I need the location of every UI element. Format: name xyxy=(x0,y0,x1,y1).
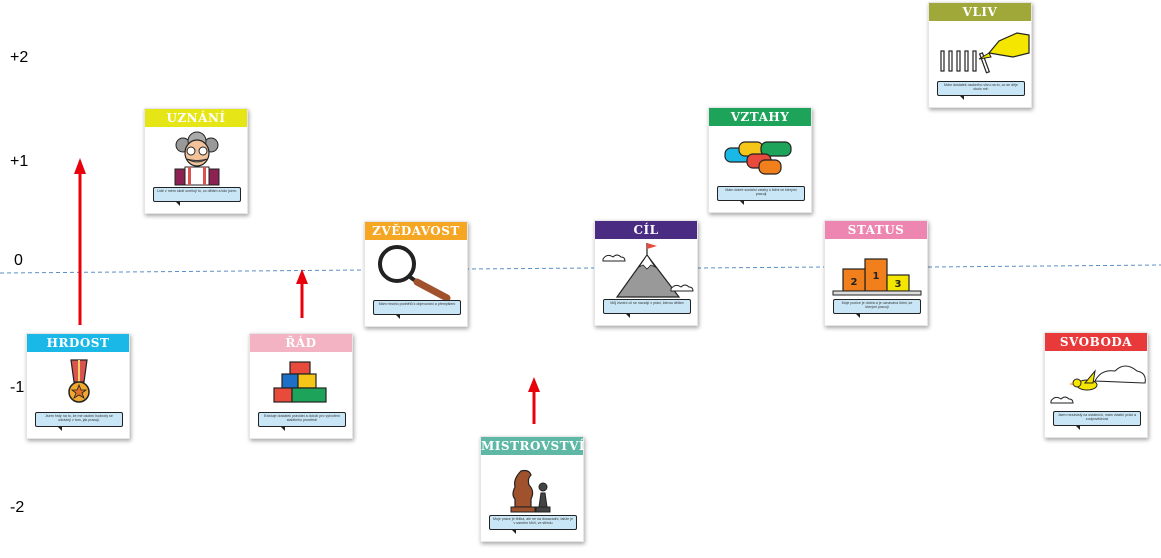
professor-icon xyxy=(174,131,220,186)
podium-icon: 1 2 3 xyxy=(832,258,922,296)
arrow-hrdost xyxy=(74,158,86,325)
bubble-tail xyxy=(855,313,860,318)
card-description: Mám dostatek osobního vlivu na to, co se… xyxy=(937,81,1025,96)
card-description: Moje pozice je dobrá a je uznávána lidmi… xyxy=(833,299,921,314)
card-description: Existuje dostatek pravidel a doloží pro … xyxy=(258,412,346,427)
bubble-tail xyxy=(280,426,285,431)
card-title: SVOBODA xyxy=(1045,333,1147,351)
bubble-tail xyxy=(1075,425,1080,430)
card-hrdost[interactable]: HRDOST Jsem hrdý na to, že mé osobní hod… xyxy=(26,333,130,439)
bubble-tail xyxy=(739,200,744,205)
magnifier-icon xyxy=(378,245,451,300)
card-uznani[interactable]: UZNÁNÍ Lidé v mém okolí oceňují to, co d… xyxy=(144,108,248,214)
bubble-tail xyxy=(57,426,62,431)
chess-pieces-icon xyxy=(510,469,551,513)
card-title: ZVĚDAVOST xyxy=(365,222,467,240)
card-title: STATUS xyxy=(825,221,927,239)
card-description: Lidé v mém okolí oceňují to, co dělám a … xyxy=(153,187,241,202)
axis-label-plus-2: +2 xyxy=(10,49,29,66)
bubble-tail xyxy=(395,314,400,319)
card-description: Mám mnoho podnětů k objevování a přemýšl… xyxy=(373,300,461,315)
card-cil[interactable]: CÍL Můj životní cíl se navzájí v práci, … xyxy=(594,220,698,326)
card-description: Mám dobré sociální vztahy s lidmi ve kte… xyxy=(717,186,805,201)
building-blocks-icon xyxy=(273,361,327,403)
card-vliv[interactable]: VLIV Mám dostatek osobního vlivu na to, … xyxy=(928,2,1032,108)
svg-text:3: 3 xyxy=(895,279,902,290)
card-title: CÍL xyxy=(595,221,697,239)
pointing-hand-dominoes-icon xyxy=(940,32,1030,74)
mountain-flag-icon xyxy=(602,243,694,298)
axis-label-plus-1: +1 xyxy=(10,153,29,170)
axis-label-zero: 0 xyxy=(14,252,23,269)
card-rad[interactable]: ŘÁD Existuje dostatek pravidel a doloží … xyxy=(249,333,353,439)
card-zvedavost[interactable]: ZVĚDAVOST Mám mnoho podnětů k objevování… xyxy=(364,221,468,327)
bubble-tail xyxy=(959,95,964,100)
card-svoboda[interactable]: SVOBODA Jsem nezávislý na ostatních, mám… xyxy=(1044,332,1148,438)
axis-label-minus-1: -1 xyxy=(10,379,25,396)
bird-clouds-icon xyxy=(1050,365,1146,404)
svg-text:1: 1 xyxy=(873,271,880,282)
bubble-tail xyxy=(511,529,516,534)
arrow-rad xyxy=(296,269,308,318)
axis-label-minus-2: -2 xyxy=(10,499,25,516)
medal-icon xyxy=(68,359,90,403)
card-status[interactable]: STATUS 1 2 3 Moje pozice je dobrá a je u… xyxy=(824,220,928,326)
card-title: VLIV xyxy=(929,3,1031,21)
card-description: Jsem nezávislý na ostatních, mám vlastní… xyxy=(1053,411,1141,426)
card-description: Moje práce je těžká, ale ne na dosavadní… xyxy=(489,515,577,530)
card-description: Jsem hrdý na to, že mé osobní hodnoty se… xyxy=(35,412,123,427)
bubble-tail xyxy=(625,313,630,318)
card-description: Můj životní cíl se navzájí v práci, kter… xyxy=(603,299,691,314)
card-vztahy[interactable]: VZTAHY Mám dobré sociální vztahy s lidmi… xyxy=(708,107,812,213)
bubble-tail xyxy=(175,201,180,206)
svg-text:2: 2 xyxy=(851,277,858,288)
card-title: HRDOST xyxy=(27,334,129,352)
card-mistrovstvi[interactable]: MISTROVSTVÍ Moje práce je těžká, ale ne … xyxy=(480,436,586,542)
speech-bubbles-icon xyxy=(724,141,792,175)
card-title: ŘÁD xyxy=(250,334,352,352)
card-title: VZTAHY xyxy=(709,108,811,126)
card-title: UZNÁNÍ xyxy=(145,109,247,127)
card-title: MISTROVSTVÍ xyxy=(481,437,586,455)
arrow-mistrovstvi xyxy=(528,377,540,424)
